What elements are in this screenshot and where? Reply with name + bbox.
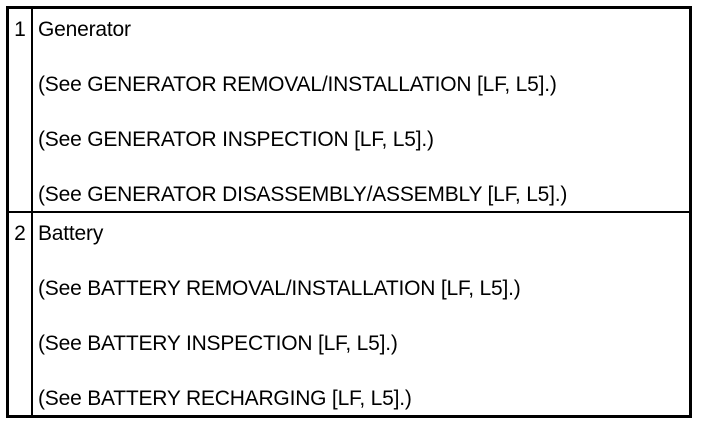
reference-link[interactable]: (See BATTERY RECHARGING [LF, L5].) <box>38 387 412 410</box>
row-number: 2 <box>9 213 33 415</box>
reference-table: 1 Generator (See GENERATOR REMOVAL/INSTA… <box>6 6 692 418</box>
reference-link[interactable]: (See BATTERY INSPECTION [LF, L5].) <box>38 332 398 355</box>
reference-link[interactable]: (See BATTERY REMOVAL/INSTALLATION [LF, L… <box>38 277 521 300</box>
table-row-generator: 1 Generator (See GENERATOR REMOVAL/INSTA… <box>9 9 689 211</box>
reference-link[interactable]: (See GENERATOR DISASSEMBLY/ASSEMBLY [LF,… <box>38 183 568 206</box>
row-content: Generator (See GENERATOR REMOVAL/INSTALL… <box>33 9 689 211</box>
row-number: 1 <box>9 9 33 211</box>
item-title-battery: Battery <box>38 222 104 245</box>
table-row-battery: 2 Battery (See BATTERY REMOVAL/INSTALLAT… <box>9 211 689 415</box>
reference-link[interactable]: (See GENERATOR INSPECTION [LF, L5].) <box>38 128 434 151</box>
reference-link[interactable]: (See GENERATOR REMOVAL/INSTALLATION [LF,… <box>38 73 557 96</box>
row-content: Battery (See BATTERY REMOVAL/INSTALLATIO… <box>33 213 689 415</box>
item-title-generator: Generator <box>38 18 131 41</box>
